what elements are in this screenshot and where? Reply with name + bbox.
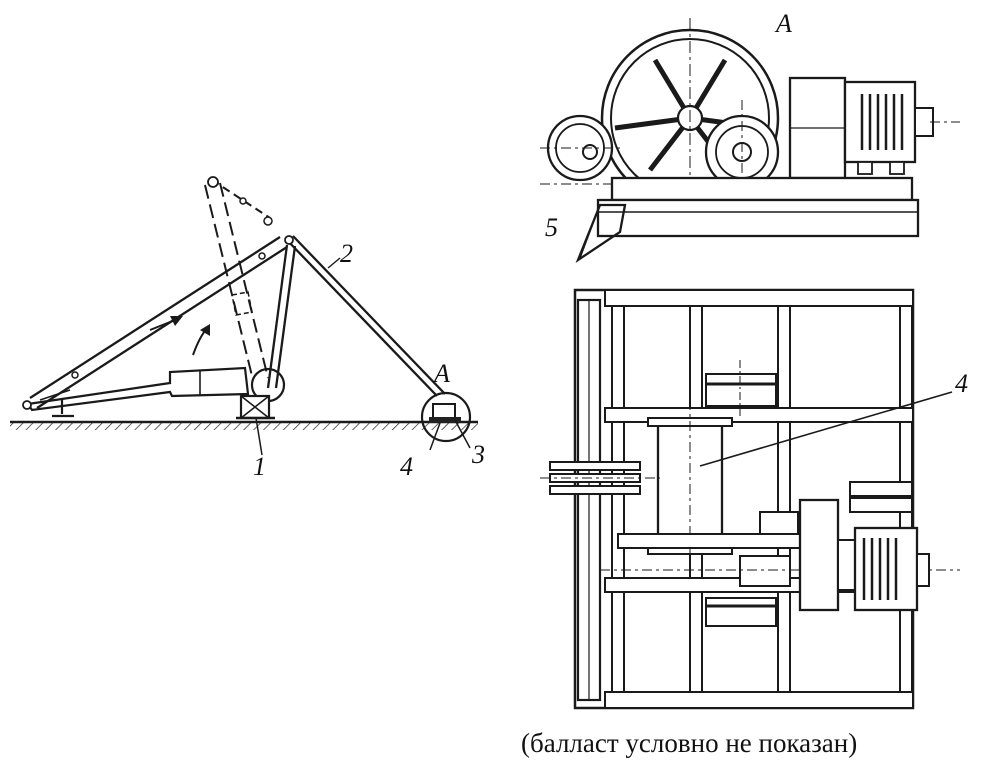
boom-lifted: [29, 236, 288, 409]
plan-gearbox: [759, 498, 857, 612]
label-3: 3: [471, 440, 485, 469]
plan-drum-4: [647, 400, 733, 570]
plan-motor: [853, 526, 930, 612]
gearbox: [788, 76, 847, 180]
motor: [843, 80, 960, 175]
plan-left-pulley: [540, 461, 660, 495]
second-drum: [704, 100, 780, 210]
label-a-view: A: [774, 9, 792, 38]
ground-line: [10, 420, 478, 430]
winch-circle-a: [420, 391, 472, 451]
side-view-scheme: 2 1 4 3 A: [10, 176, 485, 481]
a-frame-strut: [266, 244, 297, 389]
anchor-plough-5: [575, 203, 627, 264]
winch-frame: [540, 176, 920, 238]
left-pulley: [540, 114, 620, 182]
caption: (балласт условно не показан): [521, 728, 857, 758]
label-1: 1: [253, 452, 266, 481]
winch-view-a: 5 A: [540, 9, 960, 264]
label-a-side: A: [432, 359, 450, 388]
label-4-plan: 4: [955, 369, 968, 398]
label-5: 5: [545, 213, 558, 242]
mast-raised-position: [204, 176, 273, 381]
hinge-base-1: [236, 367, 286, 456]
plan-bottom-pulley: [705, 597, 777, 627]
plan-top-pulley: [705, 360, 777, 416]
label-4-side: 4: [400, 452, 413, 481]
tackle-line-2: [284, 235, 446, 397]
label-2: 2: [340, 239, 353, 268]
winch-plan-view: 4: [540, 288, 968, 710]
motion-arrows: [149, 316, 210, 356]
mast-lying: [22, 366, 250, 418]
